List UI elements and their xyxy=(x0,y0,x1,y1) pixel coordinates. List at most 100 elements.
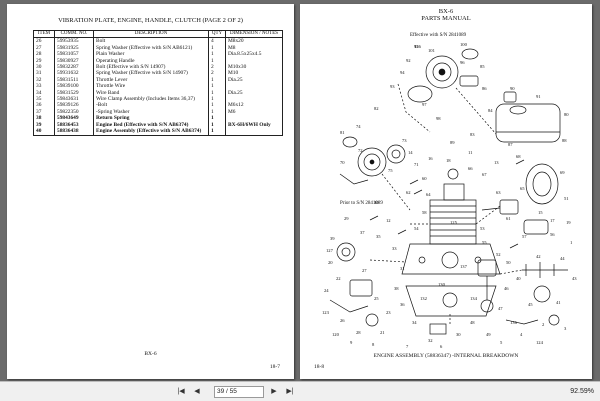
part-number-label: 44 xyxy=(560,256,565,261)
column-header: DESCRIPTION xyxy=(93,29,209,39)
page-subtitle: PARTS MANUAL xyxy=(421,15,471,22)
part-number-label: 98 xyxy=(436,116,441,121)
part-number-label: 120 xyxy=(332,332,340,337)
previous-page-button[interactable]: ◀ xyxy=(194,388,200,395)
table-cell-notes xyxy=(225,115,283,122)
part-number-label: 126 xyxy=(414,44,422,49)
zoom-level[interactable]: 92.59% xyxy=(570,388,594,395)
part-number-label: 48 xyxy=(470,320,475,325)
part-number-label: 72 xyxy=(358,148,363,153)
table-cell-qty: 1 xyxy=(208,128,226,136)
part-number-label: 95 xyxy=(414,44,419,49)
part-number-label: 57 xyxy=(522,234,527,239)
part-number-label: 137 xyxy=(460,264,468,269)
next-page-button[interactable]: ▶ xyxy=(271,388,277,395)
part-number-label: 60 xyxy=(422,176,427,181)
part-number-label: 26 xyxy=(340,318,345,323)
table-cell-notes: M10 xyxy=(225,70,283,77)
left-page: VIBRATION PLATE, ENGINE, HANDLE, CLUTCH … xyxy=(7,4,294,379)
column-header: DIMENSION / NOTES xyxy=(225,29,283,39)
page-title: BX-6 xyxy=(438,8,454,15)
table-cell-notes: M8 xyxy=(225,44,283,52)
part-number-label: 130 xyxy=(438,282,446,287)
part-number-label: 9 xyxy=(350,340,353,345)
table-cell-desc: Engine Assembly (Effective with S/N AB63… xyxy=(93,128,209,136)
part-number-label: 11 xyxy=(468,150,473,155)
part-number-label: 13 xyxy=(494,160,499,165)
part-number-label: 52 xyxy=(496,252,501,257)
part-number-label: 87 xyxy=(508,142,513,147)
part-number-label: 22 xyxy=(336,276,341,281)
part-number-label: 66 xyxy=(468,166,473,171)
part-number-label: 85 xyxy=(480,64,485,69)
part-number-label: 86 xyxy=(482,86,487,91)
table-cell-notes: Dia.8.5x25x4.5 xyxy=(225,51,283,58)
parts-table: ITEM COMM. NO. DESCRIPTION QTY DIMENSION… xyxy=(33,29,283,136)
table-cell-qty: 4 xyxy=(208,37,226,45)
part-number-label: 51 xyxy=(564,196,569,201)
part-number-label: 125 xyxy=(450,220,458,225)
part-number-label: 80 xyxy=(564,112,569,117)
crankshaft xyxy=(522,262,568,278)
callout-effective: Effective with S/N 2841089 xyxy=(410,33,467,38)
page-number-value: 39 / 55 xyxy=(217,388,237,395)
table-cell-notes: M6 xyxy=(225,108,283,116)
part-number-label: 50 xyxy=(506,260,511,265)
part-number-label: 55 xyxy=(482,240,487,245)
table-cell-notes xyxy=(225,57,283,65)
part-number-label: 84 xyxy=(488,108,493,113)
part-number-label: 18 xyxy=(446,158,451,163)
page-footer: BX-6 xyxy=(144,351,157,357)
part-number-label: 74 xyxy=(356,124,361,129)
part-number-label: 17 xyxy=(550,218,555,223)
table-cell-desc: Wire Clamp Assembly (Includes Items 36,3… xyxy=(93,96,209,103)
part-number-label: 88 xyxy=(562,138,567,143)
table-cell-notes: M10x30 xyxy=(225,64,283,71)
part-number-label: 19 xyxy=(566,220,571,225)
part-number-label: 31 xyxy=(400,266,405,271)
part-number-label: 43 xyxy=(572,276,577,281)
part-number-label: 8 xyxy=(372,342,375,347)
first-page-button[interactable]: |◀ xyxy=(177,388,185,395)
part-number-label: 10 xyxy=(374,200,379,205)
part-number-label: 6 xyxy=(440,344,443,349)
part-number-label: 42 xyxy=(536,254,541,259)
crankcase-cover xyxy=(405,285,497,317)
column-header: QTY xyxy=(208,29,226,39)
page-number-input[interactable]: 39 / 55 xyxy=(214,386,264,398)
part-number-label: 75 xyxy=(388,168,393,173)
part-number-label: 30 xyxy=(456,332,461,337)
ignition-coil xyxy=(336,242,356,262)
part-number-label: 49 xyxy=(486,332,491,337)
part-number-label: 34 xyxy=(412,320,417,325)
part-number-label: 82 xyxy=(374,106,379,111)
part-number-label: 100 xyxy=(460,42,468,47)
part-number-label: 36 xyxy=(400,302,405,307)
last-page-button[interactable]: ▶| xyxy=(286,388,294,395)
part-number-label: 47 xyxy=(498,306,503,311)
part-number-label: 94 xyxy=(400,70,405,75)
part-number-label: 123 xyxy=(322,310,330,315)
part-number-label: 73 xyxy=(402,138,407,143)
part-number-label: 89 xyxy=(450,140,455,145)
part-number-label: 25 xyxy=(374,296,379,301)
part-number-label: 39 xyxy=(330,236,335,241)
part-number-label: 127 xyxy=(326,248,334,253)
part-number-label: 90 xyxy=(510,86,515,91)
part-number-label: 68 xyxy=(516,154,521,159)
table-cell-notes: BX-6H/6WH Only xyxy=(225,121,283,129)
diagram-caption: ENGINE ASSEMBLY (58836347) -INTERNAL BRE… xyxy=(373,353,519,359)
page-number: 18-8 xyxy=(314,364,325,370)
part-number-label: 14 xyxy=(408,150,413,155)
table-cell-notes: Dia.25 xyxy=(225,76,283,84)
air-cleaner xyxy=(525,163,559,205)
